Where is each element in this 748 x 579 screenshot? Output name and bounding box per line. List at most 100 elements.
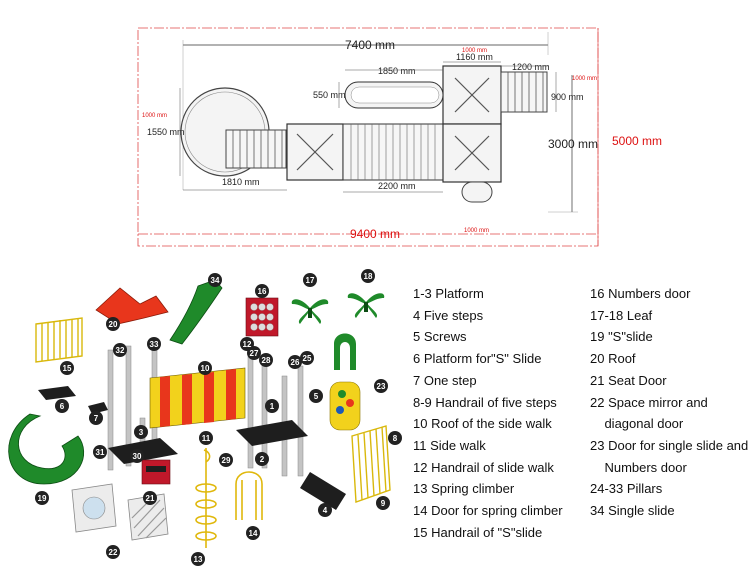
svg-text:26: 26 (291, 358, 300, 367)
callout-4: 4 (318, 503, 332, 517)
svg-text:31: 31 (96, 448, 105, 457)
callout-7: 7 (89, 411, 103, 425)
dim-1200: 1200 mm (512, 62, 550, 72)
callout-31: 31 (93, 445, 107, 459)
svg-text:7: 7 (94, 414, 99, 423)
leaf-17 (291, 299, 329, 324)
svg-text:17: 17 (306, 276, 315, 285)
callout-32: 32 (113, 343, 127, 357)
svg-text:10: 10 (201, 364, 210, 373)
legend-item: 7 One step (413, 372, 477, 388)
svg-text:8: 8 (393, 434, 398, 443)
legend-item: 8-9 Handrail of five steps (413, 394, 557, 410)
legend-item: 20 Roof (590, 351, 636, 367)
legend-item: 4 Five steps (413, 307, 484, 323)
spring-climber-13 (195, 448, 217, 548)
svg-text:14: 14 (249, 529, 258, 538)
legend-item: 16 Numbers door (590, 286, 691, 301)
dim-1000-b: 1000 mm (142, 113, 167, 119)
parts-legend-right: 16 Numbers door 17-18 Leaf 19 "S"slide 2… (590, 283, 748, 522)
svg-text:1: 1 (270, 402, 275, 411)
exploded-parts-drawing: 34 16 17 18 20 15 32 33 10 12 27 28 26 2… (8, 269, 402, 566)
callout-11: 11 (199, 431, 213, 445)
dim-1810: 1810 mm (222, 177, 260, 187)
legend-item: 10 Roof of the side walk (413, 416, 552, 432)
svg-text:4: 4 (323, 506, 328, 515)
handrail-15 (35, 317, 83, 363)
svg-text:28: 28 (262, 356, 271, 365)
legend-item: 14 Door for spring climber (413, 503, 563, 519)
dim-1000-d: 1000 mm (464, 228, 489, 234)
legend-item: 6 Platform for"S" Slide (413, 351, 542, 367)
svg-text:23: 23 (377, 382, 386, 391)
svg-text:21: 21 (146, 494, 155, 503)
svg-text:33: 33 (150, 340, 159, 349)
one-step-7 (88, 402, 108, 414)
dim-7400: 7400 mm (345, 38, 395, 52)
callout-33: 33 (147, 337, 161, 351)
leaf-18 (347, 293, 385, 318)
callout-2: 2 (255, 452, 269, 466)
legend-item: 12 Handrail of slide walk (413, 459, 554, 475)
callout-27: 27 (247, 346, 261, 360)
dim-5000: 5000 mm (612, 134, 662, 148)
callout-10: 10 (198, 361, 212, 375)
callout-17: 17 (303, 273, 317, 287)
callout-19: 19 (35, 491, 49, 505)
legend-item: 19 "S"slide (590, 329, 653, 345)
callout-30: 30 (130, 449, 144, 463)
svg-text:30: 30 (133, 452, 142, 461)
svg-text:2: 2 (260, 455, 265, 464)
svg-text:9: 9 (381, 499, 386, 508)
side-walk-roof (149, 367, 246, 429)
svg-text:25: 25 (303, 354, 312, 363)
svg-text:29: 29 (222, 456, 231, 465)
handrail-8-9 (351, 425, 391, 503)
svg-text:27: 27 (250, 349, 259, 358)
callout-5: 5 (309, 389, 323, 403)
dim-550: 550 mm (313, 90, 346, 100)
legend-item: diagonal door (590, 416, 684, 432)
svg-text:32: 32 (116, 346, 125, 355)
callout-15: 15 (60, 361, 74, 375)
single-slide-34 (169, 279, 223, 345)
dim-1000-c: 1000 mm (572, 76, 597, 82)
dim-1000-a: 1000 mm (462, 48, 487, 54)
callout-23: 23 (374, 379, 388, 393)
callout-6: 6 (55, 399, 69, 413)
legend-item: Numbers door (590, 459, 687, 475)
platform-6 (38, 386, 76, 400)
legend-item: 11 Side walk (413, 437, 486, 453)
callout-21: 21 (143, 491, 157, 505)
svg-text:11: 11 (202, 434, 211, 443)
callout-26: 26 (288, 355, 302, 369)
roof-20 (95, 287, 169, 325)
legend-item: 13 Spring climber (413, 481, 515, 497)
callout-3: 3 (134, 425, 148, 439)
svg-text:13: 13 (194, 555, 203, 564)
legend-item: 34 Single slide (590, 503, 675, 519)
dim-900: 900 mm (551, 92, 584, 102)
callout-18: 18 (361, 269, 375, 283)
callout-20: 20 (106, 317, 120, 331)
legend-item: 21 Seat Door (590, 372, 667, 388)
legend-item: 5 Screws (413, 329, 467, 345)
callout-8: 8 (388, 431, 402, 445)
legend-item: 22 Space mirror and (590, 394, 708, 410)
svg-text:34: 34 (211, 276, 220, 285)
steps-block-right (500, 71, 548, 113)
callout-9: 9 (376, 496, 390, 510)
svg-text:6: 6 (60, 402, 65, 411)
svg-text:12: 12 (243, 340, 252, 349)
dim-1160: 1160 mm (456, 52, 493, 62)
callout-29: 29 (219, 453, 233, 467)
parts-legend-left: 1-3 Platform 4 Five steps 5 Screws 6 Pla… (413, 283, 588, 543)
svg-text:15: 15 (63, 364, 72, 373)
platform-1 (108, 438, 178, 464)
legend-item: 17-18 Leaf (590, 307, 653, 323)
legend-item: 1-3 Platform (413, 286, 484, 301)
svg-text:3: 3 (139, 428, 144, 437)
svg-text:5: 5 (314, 392, 319, 401)
svg-text:16: 16 (258, 287, 267, 296)
steps-block-left (225, 129, 287, 169)
